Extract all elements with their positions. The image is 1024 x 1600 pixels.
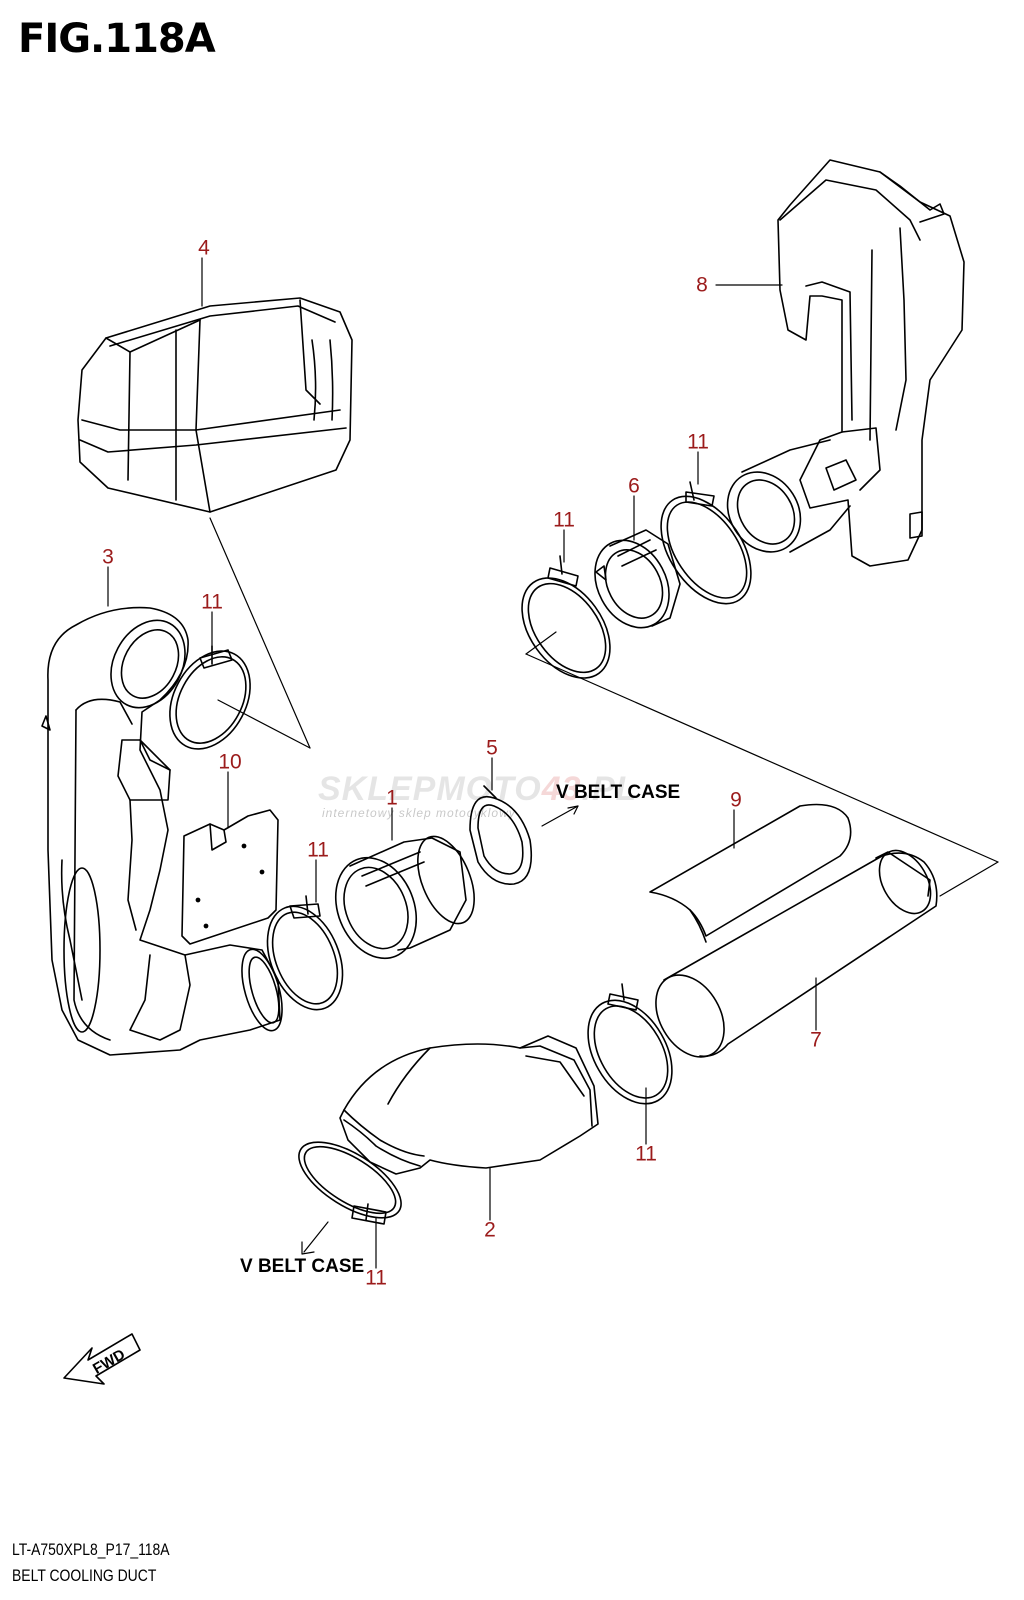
callout-part-6[interactable]: 6	[628, 474, 640, 498]
callout-part-11[interactable]: 11	[307, 838, 329, 862]
part-5-seal	[469, 785, 533, 885]
part-4-cover	[77, 297, 353, 513]
part-11-clamp-a	[169, 645, 251, 750]
figure-code: LT-A750XPL8_P17_118A	[12, 1540, 170, 1559]
ref-label-v-belt-case: V BELT CASE	[240, 1256, 365, 1277]
watermark-logo: SKLEPMOTO43.PL	[318, 770, 638, 808]
svg-text:FWD: FWD	[90, 1346, 128, 1378]
part-11-clamp-b	[266, 895, 344, 1011]
watermark-tagline: internetowy sklep motocyklowy	[322, 806, 516, 820]
part-11-clamp-f	[298, 1141, 402, 1225]
callout-part-11[interactable]: 11	[687, 430, 709, 454]
ref-label-v-belt-case: V BELT CASE	[556, 782, 681, 803]
callout-part-11[interactable]: 11	[365, 1266, 387, 1290]
part-11-clamp-d	[521, 555, 611, 679]
callout-part-9[interactable]: 9	[730, 788, 742, 812]
part-11-clamp-e	[587, 983, 673, 1105]
part-1-sleeve	[334, 835, 475, 960]
callout-part-3[interactable]: 3	[102, 545, 114, 569]
callout-part-11[interactable]: 11	[635, 1142, 657, 1166]
figure-description: BELT COOLING DUCT	[12, 1566, 157, 1585]
callout-part-2[interactable]: 2	[484, 1218, 496, 1242]
fwd-label: FWD	[90, 1346, 128, 1378]
callout-part-11[interactable]: 11	[553, 508, 575, 532]
callout-part-1[interactable]: 1	[386, 786, 398, 810]
callout-part-4[interactable]: 4	[198, 236, 210, 260]
part-10-plate	[181, 809, 279, 945]
callout-part-5[interactable]: 5	[486, 736, 498, 760]
part-6-boot	[594, 529, 681, 629]
part-7-pipe	[655, 849, 938, 1058]
fwd-arrow	[63, 1333, 141, 1385]
callout-part-8[interactable]: 8	[696, 273, 708, 297]
figure-title: FIG.118A	[18, 16, 216, 62]
part-3-duct	[41, 606, 283, 1056]
callout-part-11[interactable]: 11	[201, 590, 223, 614]
leader-lines	[107, 257, 817, 1269]
part-9-shield	[649, 803, 852, 943]
part-2-duct	[339, 1035, 599, 1175]
part-8-duct	[726, 159, 965, 567]
callout-part-7[interactable]: 7	[810, 1028, 822, 1052]
assembly-lines	[209, 517, 999, 1255]
callout-part-10[interactable]: 10	[218, 750, 242, 774]
